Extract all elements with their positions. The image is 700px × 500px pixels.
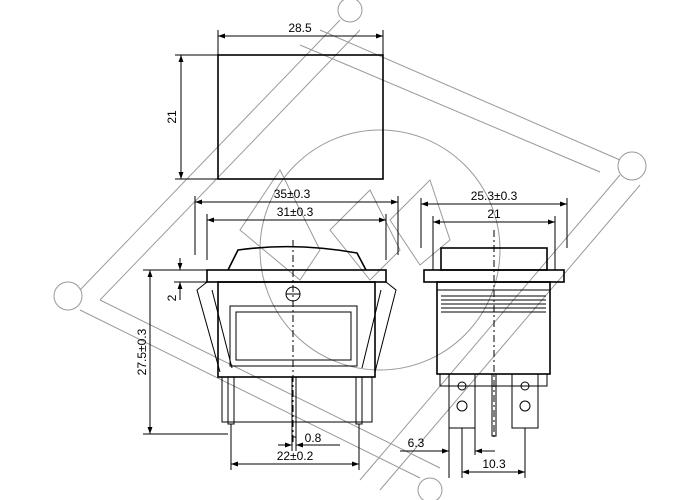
- top-height-label: 21: [165, 110, 179, 124]
- front-view: 35±0.3 31±0.3 2: [135, 187, 399, 470]
- top-width-label: 28.5: [288, 21, 312, 35]
- top-view: 28.5 21: [165, 21, 384, 180]
- side-inner-width-label: 21: [487, 207, 501, 221]
- front-inner-width-label: 31±0.3: [277, 205, 314, 219]
- terminal-pitch-label: 10.3: [482, 457, 506, 471]
- body-height-label: 27.5±0.3: [135, 328, 149, 375]
- flange-thickness-label: 2: [165, 294, 179, 301]
- side-outer-width-label: 25.3±0.3: [471, 189, 518, 203]
- terminal-thickness-label: 0.8: [305, 431, 322, 445]
- front-outer-width-label: 35±0.3: [274, 187, 311, 201]
- watermark: [53, 0, 647, 500]
- terminal-spacing-label: 22±0.2: [277, 449, 314, 463]
- side-view: 25.3±0.3 21 6.: [400, 189, 568, 478]
- terminal-width-label: 6.3: [408, 436, 425, 450]
